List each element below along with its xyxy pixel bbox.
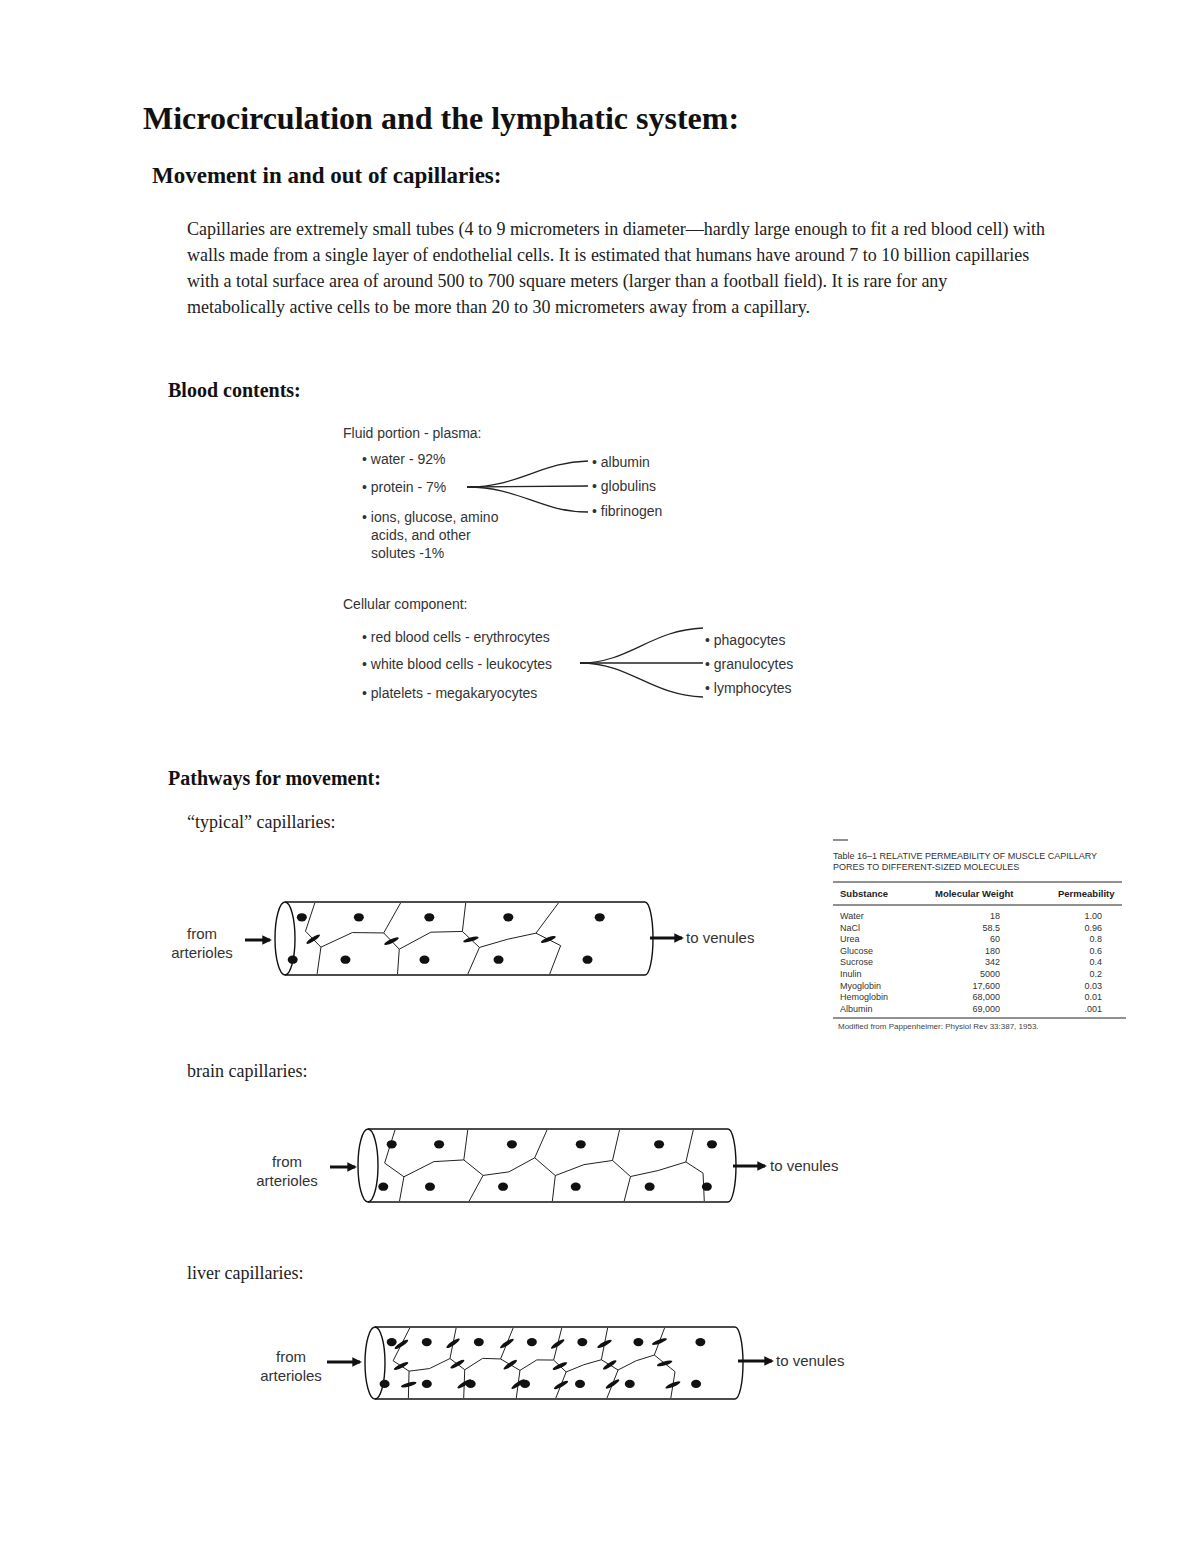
table-cell: 342 <box>930 957 1000 968</box>
table-cell: 0.6 <box>1040 946 1102 957</box>
list-item: • albumin <box>592 454 650 470</box>
diagram-label: Fluid portion - plasma: <box>343 425 482 441</box>
table-cell: 0.8 <box>1040 934 1102 945</box>
capillary-type-label: liver capillaries: <box>187 1263 303 1284</box>
flow-label: from arterioles <box>254 1347 328 1385</box>
flow-label: to venules <box>770 1157 838 1174</box>
table-rules <box>833 840 1126 1018</box>
table-cell: 1.00 <box>1040 911 1102 922</box>
table-header: Molecular Weight <box>935 888 1013 899</box>
table-cell: 0.4 <box>1040 957 1102 968</box>
table-cell: NaCl <box>840 923 860 934</box>
table-cell: Urea <box>840 934 860 945</box>
table-footnote: Modified from Pappenheimer: Physiol Rev … <box>838 1022 1039 1031</box>
table-cell: 18 <box>930 911 1000 922</box>
list-item: • globulins <box>592 478 656 494</box>
list-item: • fibrinogen <box>592 503 662 519</box>
table-cell: Myoglobin <box>840 981 881 992</box>
list-item: • red blood cells - erythrocytes <box>362 629 550 645</box>
flow-arrows <box>245 938 772 1362</box>
list-item: • lymphocytes <box>705 680 792 696</box>
flow-label: to venules <box>686 929 754 946</box>
table-header: Permeability <box>1058 888 1115 899</box>
list-item: • white blood cells - leukocytes <box>362 656 552 672</box>
table-cell: 17,600 <box>930 981 1000 992</box>
page-title: Microcirculation and the lymphatic syste… <box>143 100 739 137</box>
table-cell: .001 <box>1040 1004 1102 1015</box>
table-cell: 58.5 <box>930 923 1000 934</box>
subheading: Pathways for movement: <box>168 767 381 790</box>
table-cell: Hemoglobin <box>840 992 888 1003</box>
list-item: • ions, glucose, amino acids, and other … <box>362 508 511 562</box>
capillary-type-label: “typical” capillaries: <box>187 812 335 833</box>
diagram-label: Cellular component: <box>343 596 468 612</box>
list-item: • water - 92% <box>362 451 446 467</box>
table-cell: 5000 <box>930 969 1000 980</box>
list-item: • platelets - megakaryocytes <box>362 685 537 701</box>
table-cell: 0.96 <box>1040 923 1102 934</box>
subheading: Blood contents: <box>168 379 301 402</box>
table-cell: Inulin <box>840 969 862 980</box>
table-cell: Albumin <box>840 1004 873 1015</box>
table-cell: Water <box>840 911 864 922</box>
table-cell: 0.01 <box>1040 992 1102 1003</box>
table-title: Table 16–1 RELATIVE PERMEABILITY OF MUSC… <box>833 851 1125 873</box>
liver-capillary <box>365 1327 743 1399</box>
table-header: Substance <box>840 888 888 899</box>
list-item: • granulocytes <box>705 656 793 672</box>
table-cell: 0.2 <box>1040 969 1102 980</box>
flow-label: from arterioles <box>165 924 239 962</box>
capillary-type-label: brain capillaries: <box>187 1061 307 1082</box>
table-cell: Glucose <box>840 946 873 957</box>
typical-capillary <box>275 902 653 975</box>
table-cell: 68,000 <box>930 992 1000 1003</box>
list-item: • protein - 7% <box>362 479 446 495</box>
table-cell: Sucrose <box>840 957 873 968</box>
table-cell: 0.03 <box>1040 981 1102 992</box>
section-heading: Movement in and out of capillaries: <box>152 163 501 189</box>
table-cell: 180 <box>930 946 1000 957</box>
table-cell: 60 <box>930 934 1000 945</box>
brain-capillary <box>358 1129 736 1202</box>
table-cell: 69,000 <box>930 1004 1000 1015</box>
list-item: • phagocytes <box>705 632 785 648</box>
flow-label: from arterioles <box>250 1152 324 1190</box>
body-paragraph: Capillaries are extremely small tubes (4… <box>187 216 1047 320</box>
flow-label: to venules <box>776 1352 844 1369</box>
